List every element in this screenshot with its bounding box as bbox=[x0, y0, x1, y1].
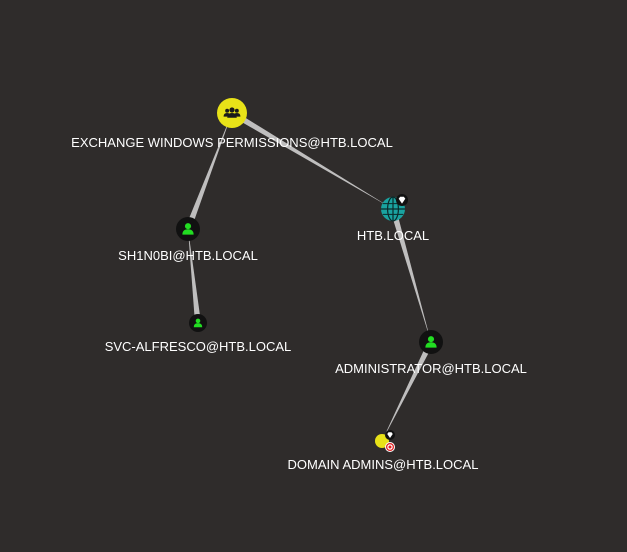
node-label-htb: HTB.LOCAL bbox=[357, 228, 429, 243]
gem-icon bbox=[396, 194, 408, 206]
group-icon bbox=[375, 434, 389, 448]
group-icon bbox=[217, 98, 247, 128]
edge-exchange-to-htb[interactable] bbox=[230, 110, 393, 209]
node-label-svc: SVC-ALFRESCO@HTB.LOCAL bbox=[105, 339, 292, 354]
user-icon bbox=[189, 314, 207, 332]
node-domadmins[interactable]: DOMAIN ADMINS@HTB.LOCAL bbox=[288, 430, 479, 472]
node-htb[interactable]: HTB.LOCAL bbox=[357, 194, 429, 243]
edge-admin-to-domadmins[interactable] bbox=[382, 340, 434, 441]
user-icon bbox=[176, 217, 200, 241]
nodes-layer: EXCHANGE WINDOWS PERMISSIONS@HTB.LOCAL SH… bbox=[71, 98, 527, 472]
target-icon bbox=[385, 442, 395, 452]
edge-htb-to-admin[interactable] bbox=[390, 208, 431, 342]
node-sh1n0bi[interactable]: SH1N0BI@HTB.LOCAL bbox=[118, 217, 258, 263]
gem-icon bbox=[385, 430, 395, 440]
node-admin[interactable]: ADMINISTRATOR@HTB.LOCAL bbox=[335, 330, 527, 376]
node-exchange[interactable]: EXCHANGE WINDOWS PERMISSIONS@HTB.LOCAL bbox=[71, 98, 393, 150]
user-icon bbox=[419, 330, 443, 354]
edges-layer bbox=[185, 110, 434, 441]
node-svc[interactable]: SVC-ALFRESCO@HTB.LOCAL bbox=[105, 314, 292, 354]
edge-svc-to-sh1n0bi[interactable] bbox=[188, 229, 201, 324]
edge-sh1n0bi-to-exchange[interactable] bbox=[185, 113, 232, 231]
node-label-sh1n0bi: SH1N0BI@HTB.LOCAL bbox=[118, 248, 258, 263]
node-label-admin: ADMINISTRATOR@HTB.LOCAL bbox=[335, 361, 527, 376]
node-label-domadmins: DOMAIN ADMINS@HTB.LOCAL bbox=[288, 457, 479, 472]
node-label-exchange: EXCHANGE WINDOWS PERMISSIONS@HTB.LOCAL bbox=[71, 135, 393, 150]
